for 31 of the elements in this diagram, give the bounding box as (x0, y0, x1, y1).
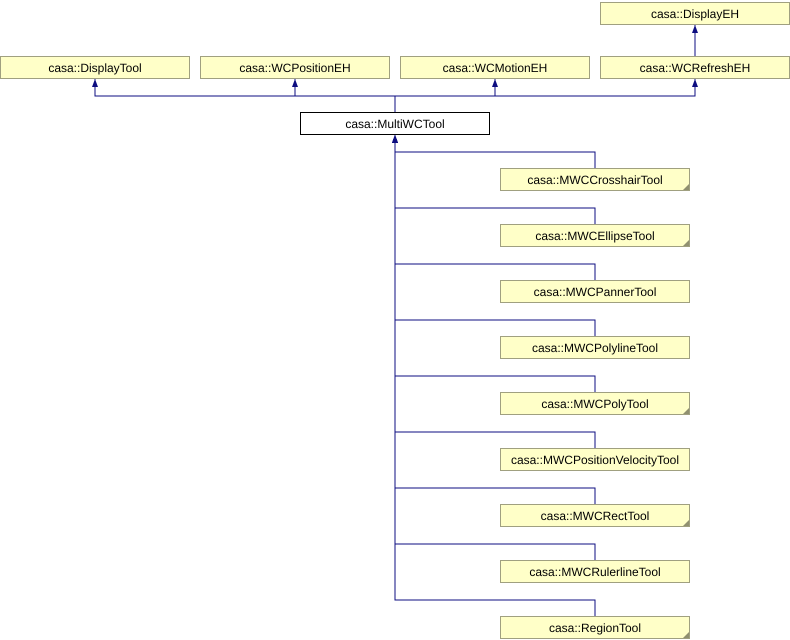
class-box (200, 56, 390, 79)
class-box (500, 392, 690, 415)
class-box (500, 504, 690, 527)
class-box (500, 280, 690, 303)
class-box (0, 56, 190, 79)
class-name: casa::MWCPannerTool (534, 284, 656, 298)
class-name: casa::WCMotionEH (442, 60, 548, 74)
class-box (600, 2, 790, 25)
class-box (300, 112, 490, 135)
class-box (500, 168, 690, 191)
class-name: casa::MultiWCTool (345, 116, 445, 130)
class-box (400, 56, 590, 79)
class-name: casa::WCRefreshEH (640, 60, 750, 74)
class-box (600, 56, 790, 79)
class-box (500, 616, 690, 639)
class-name: casa::DisplayTool (48, 60, 142, 74)
class-box (500, 448, 690, 471)
class-name: casa::MWCPositionVelocityTool (510, 452, 680, 466)
class-box (500, 560, 690, 583)
class-name: casa::MWCEllipseTool (535, 228, 655, 242)
class-name: casa::DisplayEH (650, 6, 740, 20)
class-box (500, 336, 690, 359)
class-name: casa::MWCCrosshairTool (527, 172, 663, 186)
class-name: casa::MWCPolyTool (541, 396, 649, 410)
class-name: casa::MWCRulerlineTool (529, 564, 661, 578)
class-name: casa::MWCPolylineTool (532, 340, 658, 354)
class-box (500, 224, 690, 247)
class-name: casa::RegionTool (548, 620, 642, 634)
class-name: casa::WCPositionEH (239, 60, 351, 74)
class-name: casa::MWCRectTool (540, 508, 650, 522)
inheritance-arrow (692, 24, 698, 56)
